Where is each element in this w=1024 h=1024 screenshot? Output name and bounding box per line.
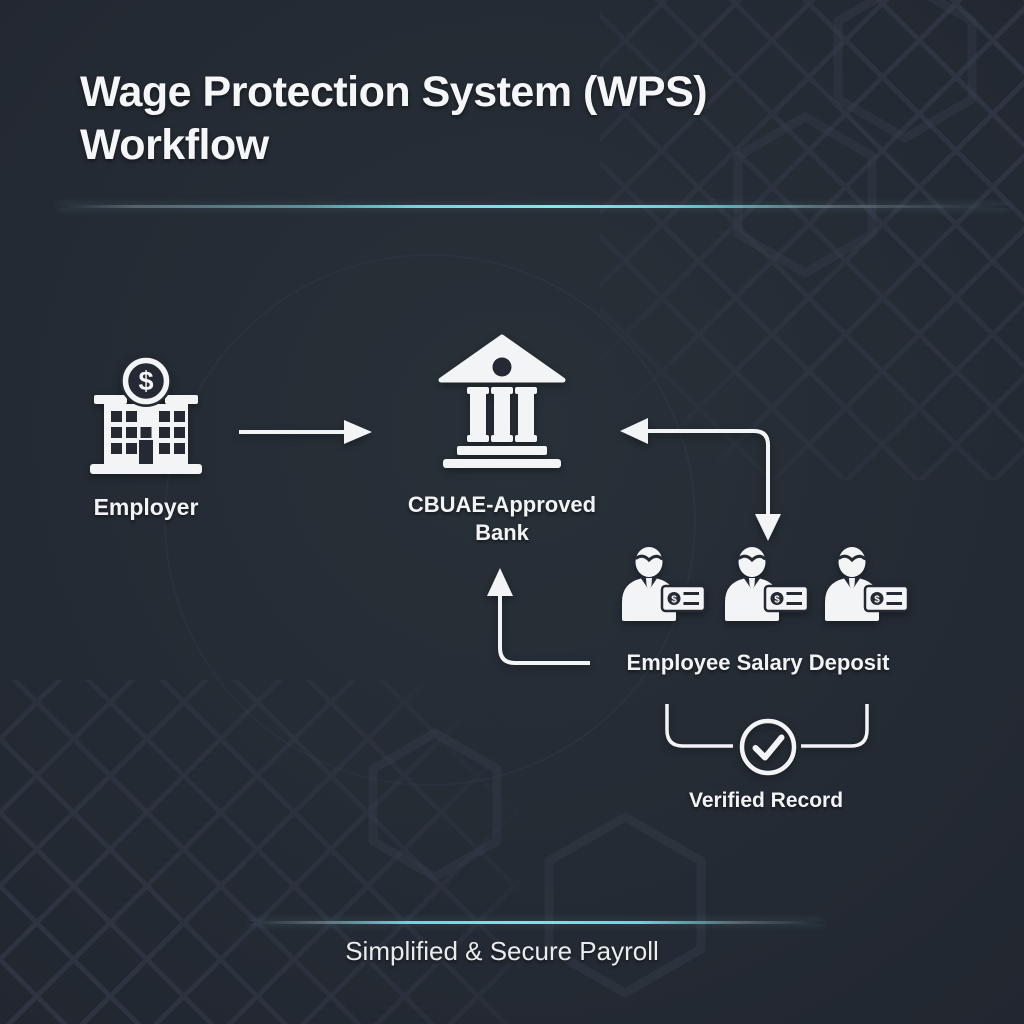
building-windows	[111, 411, 185, 464]
dollar-symbol: $	[138, 366, 153, 396]
elbow-arrow-bank-employees	[620, 418, 781, 541]
hair-line	[635, 554, 663, 563]
hexagon-outlines	[368, 0, 977, 998]
bracket-left	[665, 704, 733, 748]
arrowhead-right	[344, 420, 372, 444]
arrowhead-up	[487, 568, 513, 596]
verified-record-label: Verified Record	[688, 789, 844, 812]
employer-label: Employer	[93, 494, 199, 520]
employee-salary-card-icon: $	[725, 547, 810, 621]
hair-line	[738, 554, 766, 563]
card-lines	[683, 592, 699, 605]
check-circle-icon	[739, 718, 797, 776]
faint-circle-accent	[164, 254, 696, 786]
office-building-dollar-icon: $	[90, 356, 202, 474]
employee-salary-card-icon: $	[622, 547, 707, 621]
tie	[849, 578, 855, 592]
hair-line	[838, 554, 866, 563]
tie	[646, 578, 652, 592]
check-mark	[752, 734, 785, 761]
arrowhead-left	[620, 418, 648, 444]
elbow-arrow-employees-to-bank	[487, 568, 590, 665]
card-dollar-symbol: $	[774, 595, 780, 606]
tie	[749, 578, 755, 592]
footer-divider	[248, 921, 823, 924]
building-door	[139, 440, 153, 464]
card-dollar-symbol: $	[874, 595, 880, 606]
arrowhead-down	[755, 514, 781, 541]
bank-label: CBUAE-Approved Bank	[407, 492, 597, 545]
card-dollar-symbol: $	[671, 595, 677, 606]
employee-salary-deposit-label: Employee Salary Deposit	[626, 650, 890, 675]
bank-building-icon	[438, 334, 566, 468]
pediment-circle	[492, 357, 512, 377]
bracket-right	[801, 704, 869, 748]
title-divider	[58, 205, 1010, 208]
card-lines	[886, 592, 902, 605]
footer-tagline: Simplified & Secure Payroll	[345, 936, 659, 966]
bank-columns	[467, 387, 537, 442]
arrow-employer-to-bank	[239, 420, 372, 444]
dollar-badge-circle	[122, 357, 170, 405]
employee-salary-card-icon: $	[825, 547, 910, 621]
page-title: Wage Protection System (WPS) Workflow	[80, 68, 708, 169]
card-lines	[786, 592, 802, 605]
